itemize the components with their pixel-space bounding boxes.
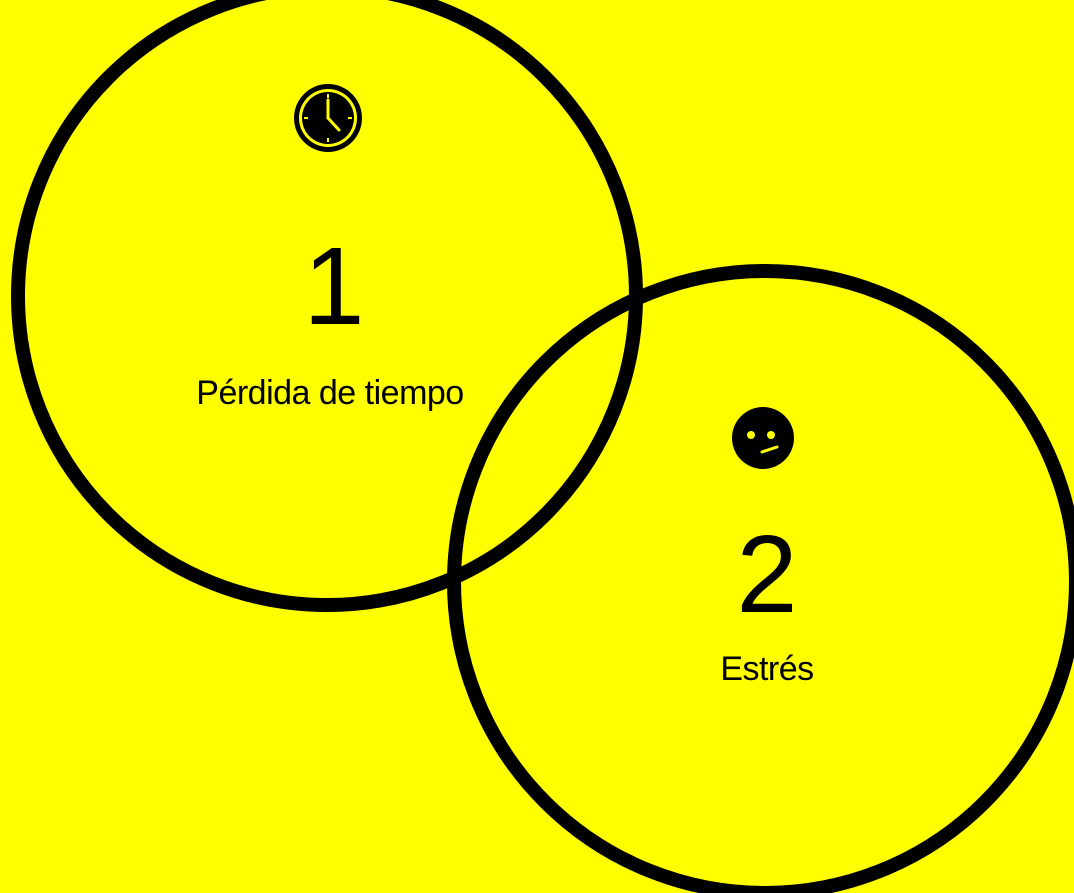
item-2-number: 2 xyxy=(736,513,798,636)
circle-2 xyxy=(447,264,1074,893)
item-1-label: Pérdida de tiempo xyxy=(196,374,464,412)
worried-face-icon xyxy=(731,406,795,470)
item-2-label: Estrés xyxy=(720,650,814,688)
item-1-number: 1 xyxy=(303,225,365,348)
clock-icon xyxy=(292,82,364,154)
